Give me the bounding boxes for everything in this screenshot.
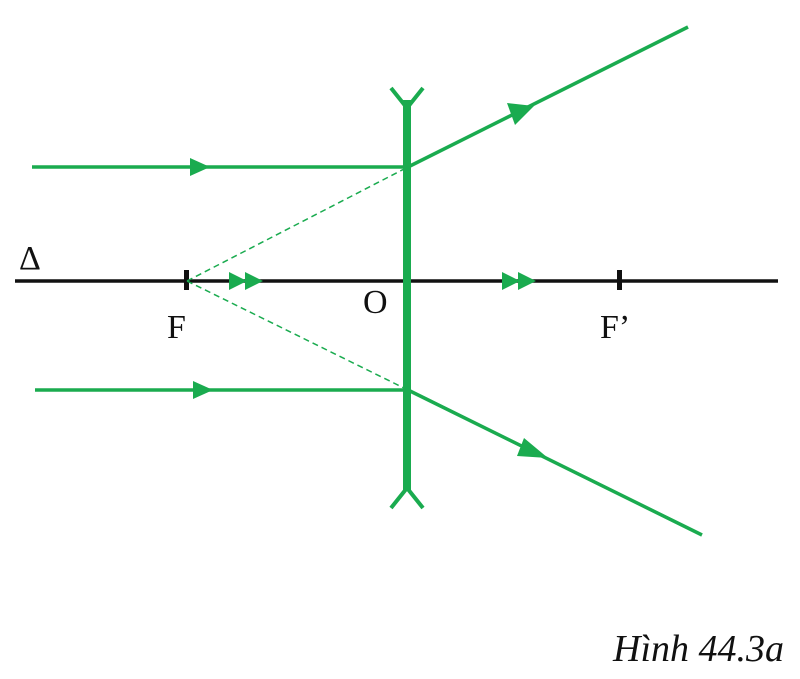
- axis-double-arrow-right: [502, 272, 536, 290]
- figure-caption: Hình 44.3a: [613, 628, 784, 670]
- focus-f-prime-tick: [617, 270, 622, 290]
- refracted-ray-upper-arrow: [507, 103, 534, 125]
- refracted-ray-lower: [407, 388, 703, 537]
- focus-f-label: F: [167, 309, 186, 346]
- focus-f-tick: [184, 270, 189, 290]
- refracted-ray-upper: [407, 25, 689, 169]
- refracted-ray-lower-arrow: [517, 438, 548, 458]
- optical-center-label: O: [363, 284, 388, 321]
- diverging-lens-icon: [389, 86, 425, 510]
- virtual-ray-lower: [186, 280, 409, 391]
- axis-label: Δ: [19, 240, 41, 277]
- incident-ray-upper-arrow: [190, 158, 210, 176]
- focus-f-prime-label: F’: [600, 309, 630, 346]
- virtual-ray-upper: [186, 166, 409, 282]
- axis-double-arrow-left: [229, 272, 263, 290]
- incident-ray-lower-arrow: [193, 381, 213, 399]
